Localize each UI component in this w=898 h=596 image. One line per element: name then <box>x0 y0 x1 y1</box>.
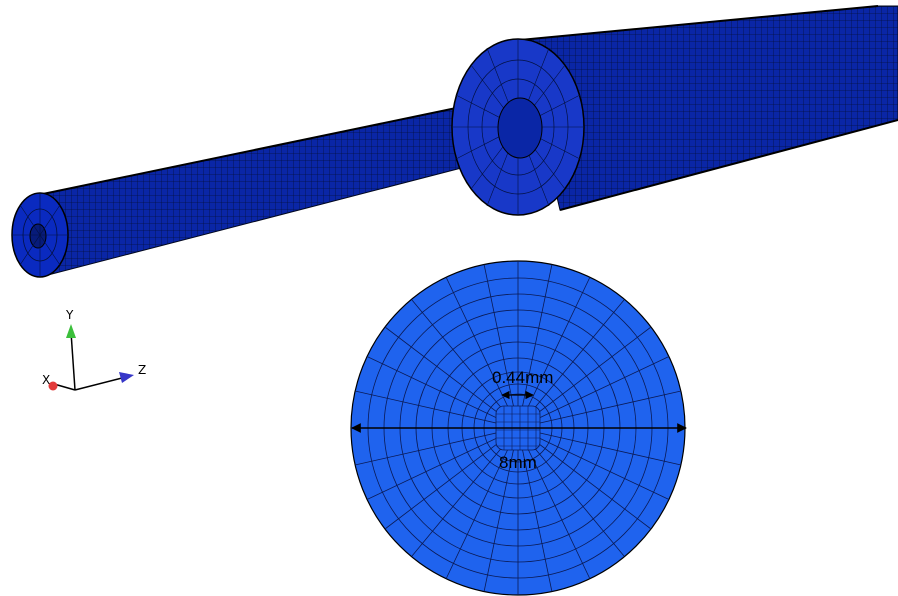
y-axis-arrow <box>66 324 76 338</box>
coordinate-triad: Y Z X <box>42 308 146 391</box>
dimension-outer-diameter: 8mm <box>351 423 687 472</box>
z-axis-label: Z <box>138 363 146 377</box>
z-axis-arrow <box>119 372 134 383</box>
x-axis-label: X <box>42 373 50 387</box>
y-axis-label: Y <box>65 308 74 322</box>
dimension-core-width: 0.44mm <box>492 368 553 400</box>
thin-cylinder-end-cap <box>11 192 69 278</box>
core-width-label: 0.44mm <box>492 368 553 387</box>
outer-diameter-label: 8mm <box>499 453 537 472</box>
x-axis-marker <box>48 381 58 391</box>
thick-cylinder-front-face <box>451 38 585 216</box>
thin-cylinder <box>37 101 501 276</box>
